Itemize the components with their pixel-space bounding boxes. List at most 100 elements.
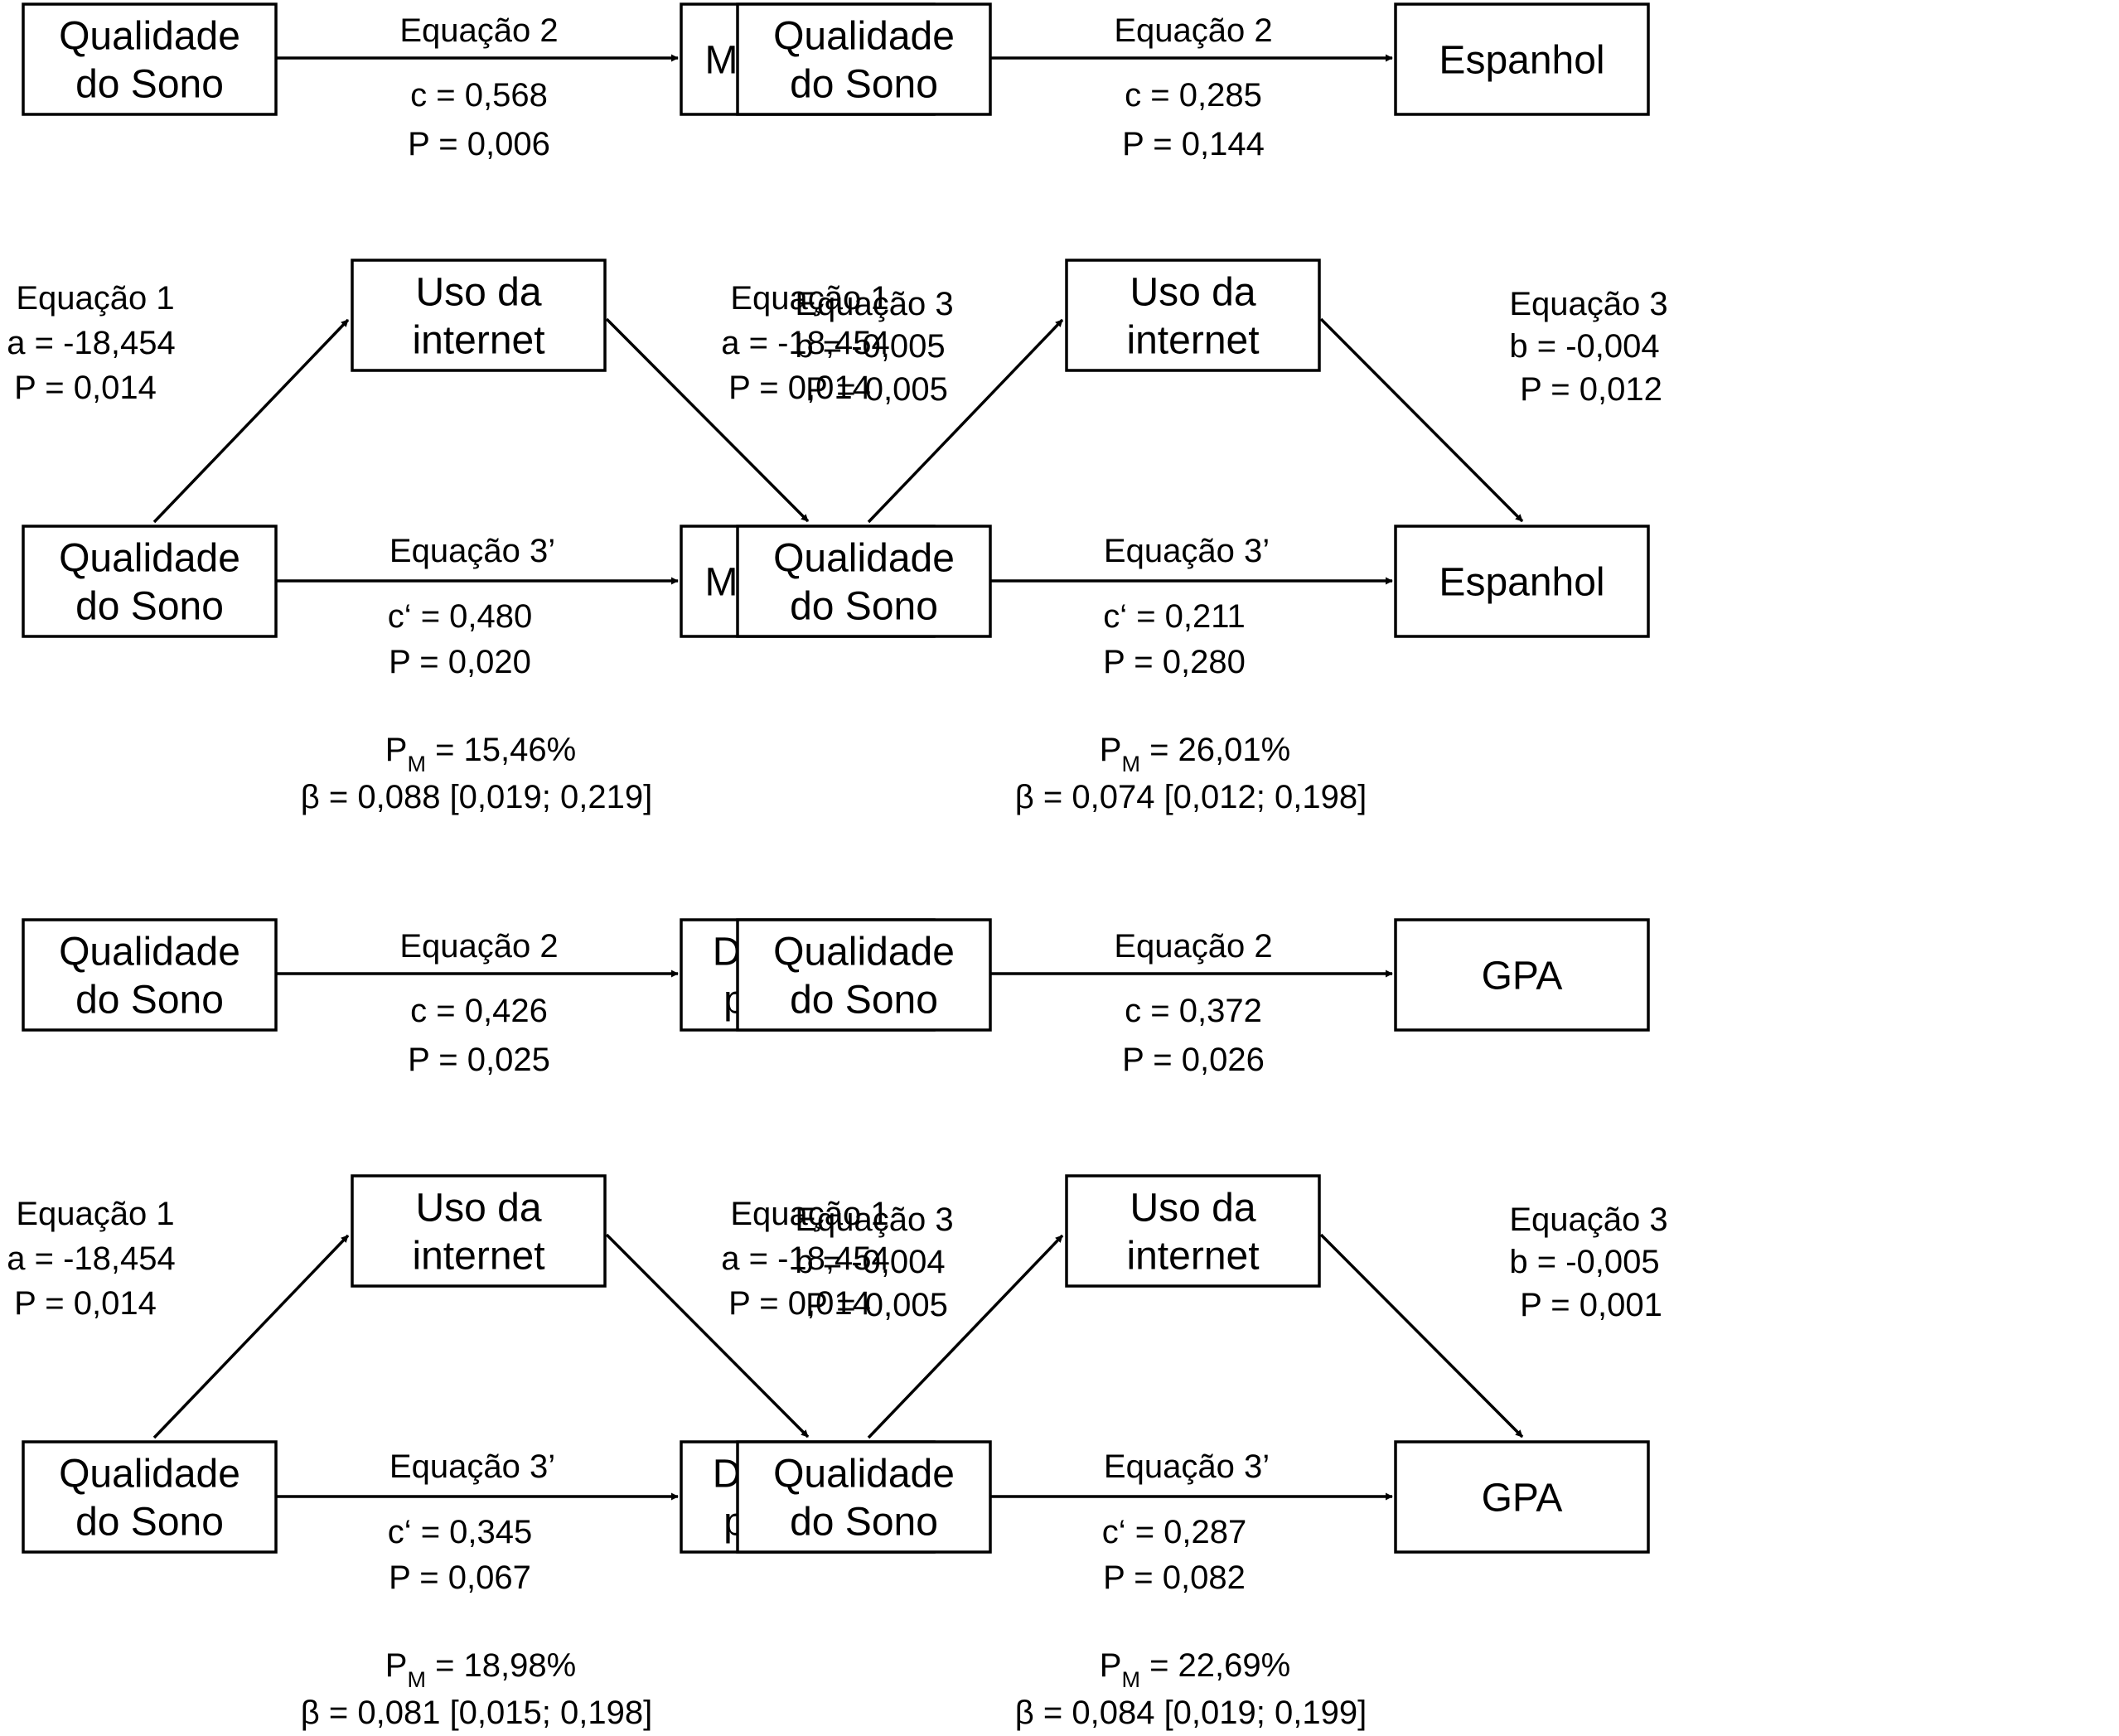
- panel-3-pm-value: = 18,98%: [426, 1647, 576, 1684]
- panel-2-eq3prime-coef-label: c‘ = 0,211: [1103, 598, 1246, 635]
- panel-4-total-outcome-box: GPA: [1394, 918, 1650, 1032]
- panel-3-med-predictor-box-border: [22, 1440, 278, 1554]
- panel-2-pm-prefix: P: [1100, 732, 1122, 768]
- panel-1-eq3prime-label: Equação 3’: [389, 533, 555, 569]
- panel-3-med-predictor-box-label: Qualidade: [59, 1453, 240, 1497]
- panel-2-path-b-arrow: [1319, 317, 1524, 523]
- panel-2-eq3-label: Equação 3: [1509, 286, 1667, 322]
- panel-4-eq3prime-p-label: P = 0,082: [1103, 1559, 1246, 1596]
- panel-3-eq3-label: Equação 3: [795, 1202, 953, 1238]
- panel-3-total-predictor-box-label: Qualidade: [59, 931, 240, 974]
- panel-3-beta-label: β = 0,081 [0,015; 0,198]: [301, 1695, 652, 1731]
- panel-3-proportion-mediated: PM = 18,98%: [385, 1647, 576, 1692]
- panel-1-path-b-arrow: [605, 317, 810, 523]
- panel-4-med-outcome-box-border: [1394, 1440, 1650, 1554]
- panel-1-mediator-box-label: Uso da: [415, 271, 541, 315]
- panel-2-eq3-coef-label: b = -0,004: [1509, 328, 1659, 365]
- panel-1-mediator-box-label: internet: [412, 319, 544, 363]
- panel-2-med-predictor-box-label: Qualidade: [773, 537, 955, 581]
- panel-1-total-c-label: c = 0,568: [410, 77, 548, 114]
- panel-2-total-p-label: P = 0,144: [1122, 126, 1265, 162]
- panel-2-med-predictor-box-label: do Sono: [790, 585, 938, 629]
- panel-4-total-predictor-box-label: Qualidade: [773, 931, 955, 974]
- panel-4-total-p-label: P = 0,026: [1122, 1042, 1265, 1078]
- panel-4-eq1-p-label: P = 0,014: [728, 1285, 871, 1322]
- panel-2-eq1-label: Equação 1: [730, 280, 888, 317]
- panel-2-mediator-box-label: Uso da: [1130, 271, 1255, 315]
- panel-3-eq3prime-label: Equação 3’: [389, 1448, 555, 1485]
- panel-4-eq3prime-coef-label: c‘ = 0,287: [1102, 1514, 1247, 1550]
- panel-2-eq3prime-p-label: P = 0,280: [1103, 644, 1246, 680]
- panel-1-eq3-coef-label: b = -0,005: [795, 328, 945, 365]
- panel-1-med-predictor-box-border: [22, 525, 278, 638]
- panel-3-path-a-arrow: [152, 1234, 350, 1439]
- panel-3-eq1-label: Equação 1: [16, 1196, 174, 1232]
- panel-4-eq3prime-label: Equação 3’: [1104, 1448, 1270, 1485]
- panel-1-pm-prefix: P: [385, 732, 408, 768]
- panel-1-eq3prime-p-label: P = 0,020: [389, 644, 531, 680]
- panel-4-total-predictor-box-label: do Sono: [790, 979, 938, 1023]
- panel-4-path-a-arrow: [867, 1234, 1064, 1439]
- panel-4-eq3-label: Equação 3: [1509, 1202, 1667, 1238]
- panel-3-eq1-coef-label: a = -18,454: [7, 1240, 176, 1277]
- panel-1-beta-label: β = 0,088 [0,019; 0,219]: [301, 779, 652, 815]
- panel-3-mediator-box-label: internet: [412, 1235, 544, 1279]
- panel-1-proportion-mediated: PM = 15,46%: [385, 732, 576, 776]
- panel-4-eq3-coef-label: b = -0,005: [1509, 1244, 1659, 1280]
- panel-3-total-p-label: P = 0,025: [408, 1042, 550, 1078]
- panel-1-eq1-label: Equação 1: [16, 280, 174, 317]
- panel-2-beta-label: β = 0,074 [0,012; 0,198]: [1015, 779, 1367, 815]
- panel-2-total-c-label: c = 0,285: [1125, 77, 1262, 114]
- panel-2-eq1-coef-label: a = -18,454: [721, 325, 890, 361]
- panel-2-med-outcome-box-label: Espanhol: [1439, 561, 1604, 605]
- panel-2-total-predictor-box-label: do Sono: [790, 63, 938, 107]
- panel-1-eq3-label: Equação 3: [795, 286, 953, 322]
- panel-1-total-equation-label: Equação 2: [399, 12, 558, 49]
- panel-3-eq3prime-coef-label: c‘ = 0,345: [388, 1514, 533, 1550]
- panel-1-total-predictor-box-border: [22, 2, 278, 116]
- panel-3-mediator-box-border: [351, 1174, 607, 1288]
- panel-4-med-predictor-box-label: Qualidade: [773, 1453, 955, 1497]
- panel-2-pm-value: = 26,01%: [1140, 732, 1290, 768]
- panel-1-total-predictor-box-label: do Sono: [75, 63, 224, 107]
- panel-3-total-predictor-box: Qualidade do Sono: [22, 918, 278, 1032]
- panel-4-mediator-box-border: [1065, 1174, 1321, 1288]
- panel-1-total-predictor-box-label: Qualidade: [59, 15, 240, 59]
- panel-3-eq1-p-label: P = 0,014: [14, 1285, 157, 1322]
- panel-2-med-outcome-box: Espanhol: [1394, 525, 1650, 638]
- panel-3-med-predictor-box-label: do Sono: [75, 1501, 224, 1545]
- panel-3-pm-prefix: P: [385, 1647, 408, 1684]
- panel-2-med-predictor-box-border: [736, 525, 992, 638]
- panel-4-pm-subscript: M: [1121, 1667, 1140, 1692]
- panel-4-mediator-box-label: Uso da: [1130, 1187, 1255, 1231]
- panel-2-total-predictor-box-border: [736, 2, 992, 116]
- panel-1-pm-subscript: M: [407, 752, 426, 776]
- panel-2-pm-subscript: M: [1121, 752, 1140, 776]
- panel-2-total-outcome-box-label: Espanhol: [1439, 39, 1604, 83]
- panel-3-eq3prime-p-label: P = 0,067: [389, 1559, 531, 1596]
- panel-4-med-outcome-box: GPA: [1394, 1440, 1650, 1554]
- panel-4-pm-value: = 22,69%: [1140, 1647, 1290, 1684]
- panel-2-eq1-p-label: P = 0,014: [728, 370, 871, 406]
- panel-2-eq3prime-label: Equação 3’: [1104, 533, 1270, 569]
- panel-4-pm-prefix: P: [1100, 1647, 1122, 1684]
- panel-1-path-a-arrow: [152, 318, 350, 524]
- panel-2-path-a-arrow: [867, 318, 1064, 524]
- panel-4-total-equation-label: Equação 2: [1114, 928, 1272, 965]
- panel-4-proportion-mediated: PM = 22,69%: [1100, 1647, 1290, 1692]
- panel-3-total-predictor-box-label: do Sono: [75, 979, 224, 1023]
- panel-4-mediator-box-label: internet: [1126, 1235, 1259, 1279]
- panel-4-med-predictor-box-label: do Sono: [790, 1501, 938, 1545]
- panel-3-total-equation-label: Equação 2: [399, 928, 558, 965]
- panel-4-eq1-coef-label: a = -18,454: [721, 1240, 890, 1277]
- panel-1-total-p-label: P = 0,006: [408, 126, 550, 162]
